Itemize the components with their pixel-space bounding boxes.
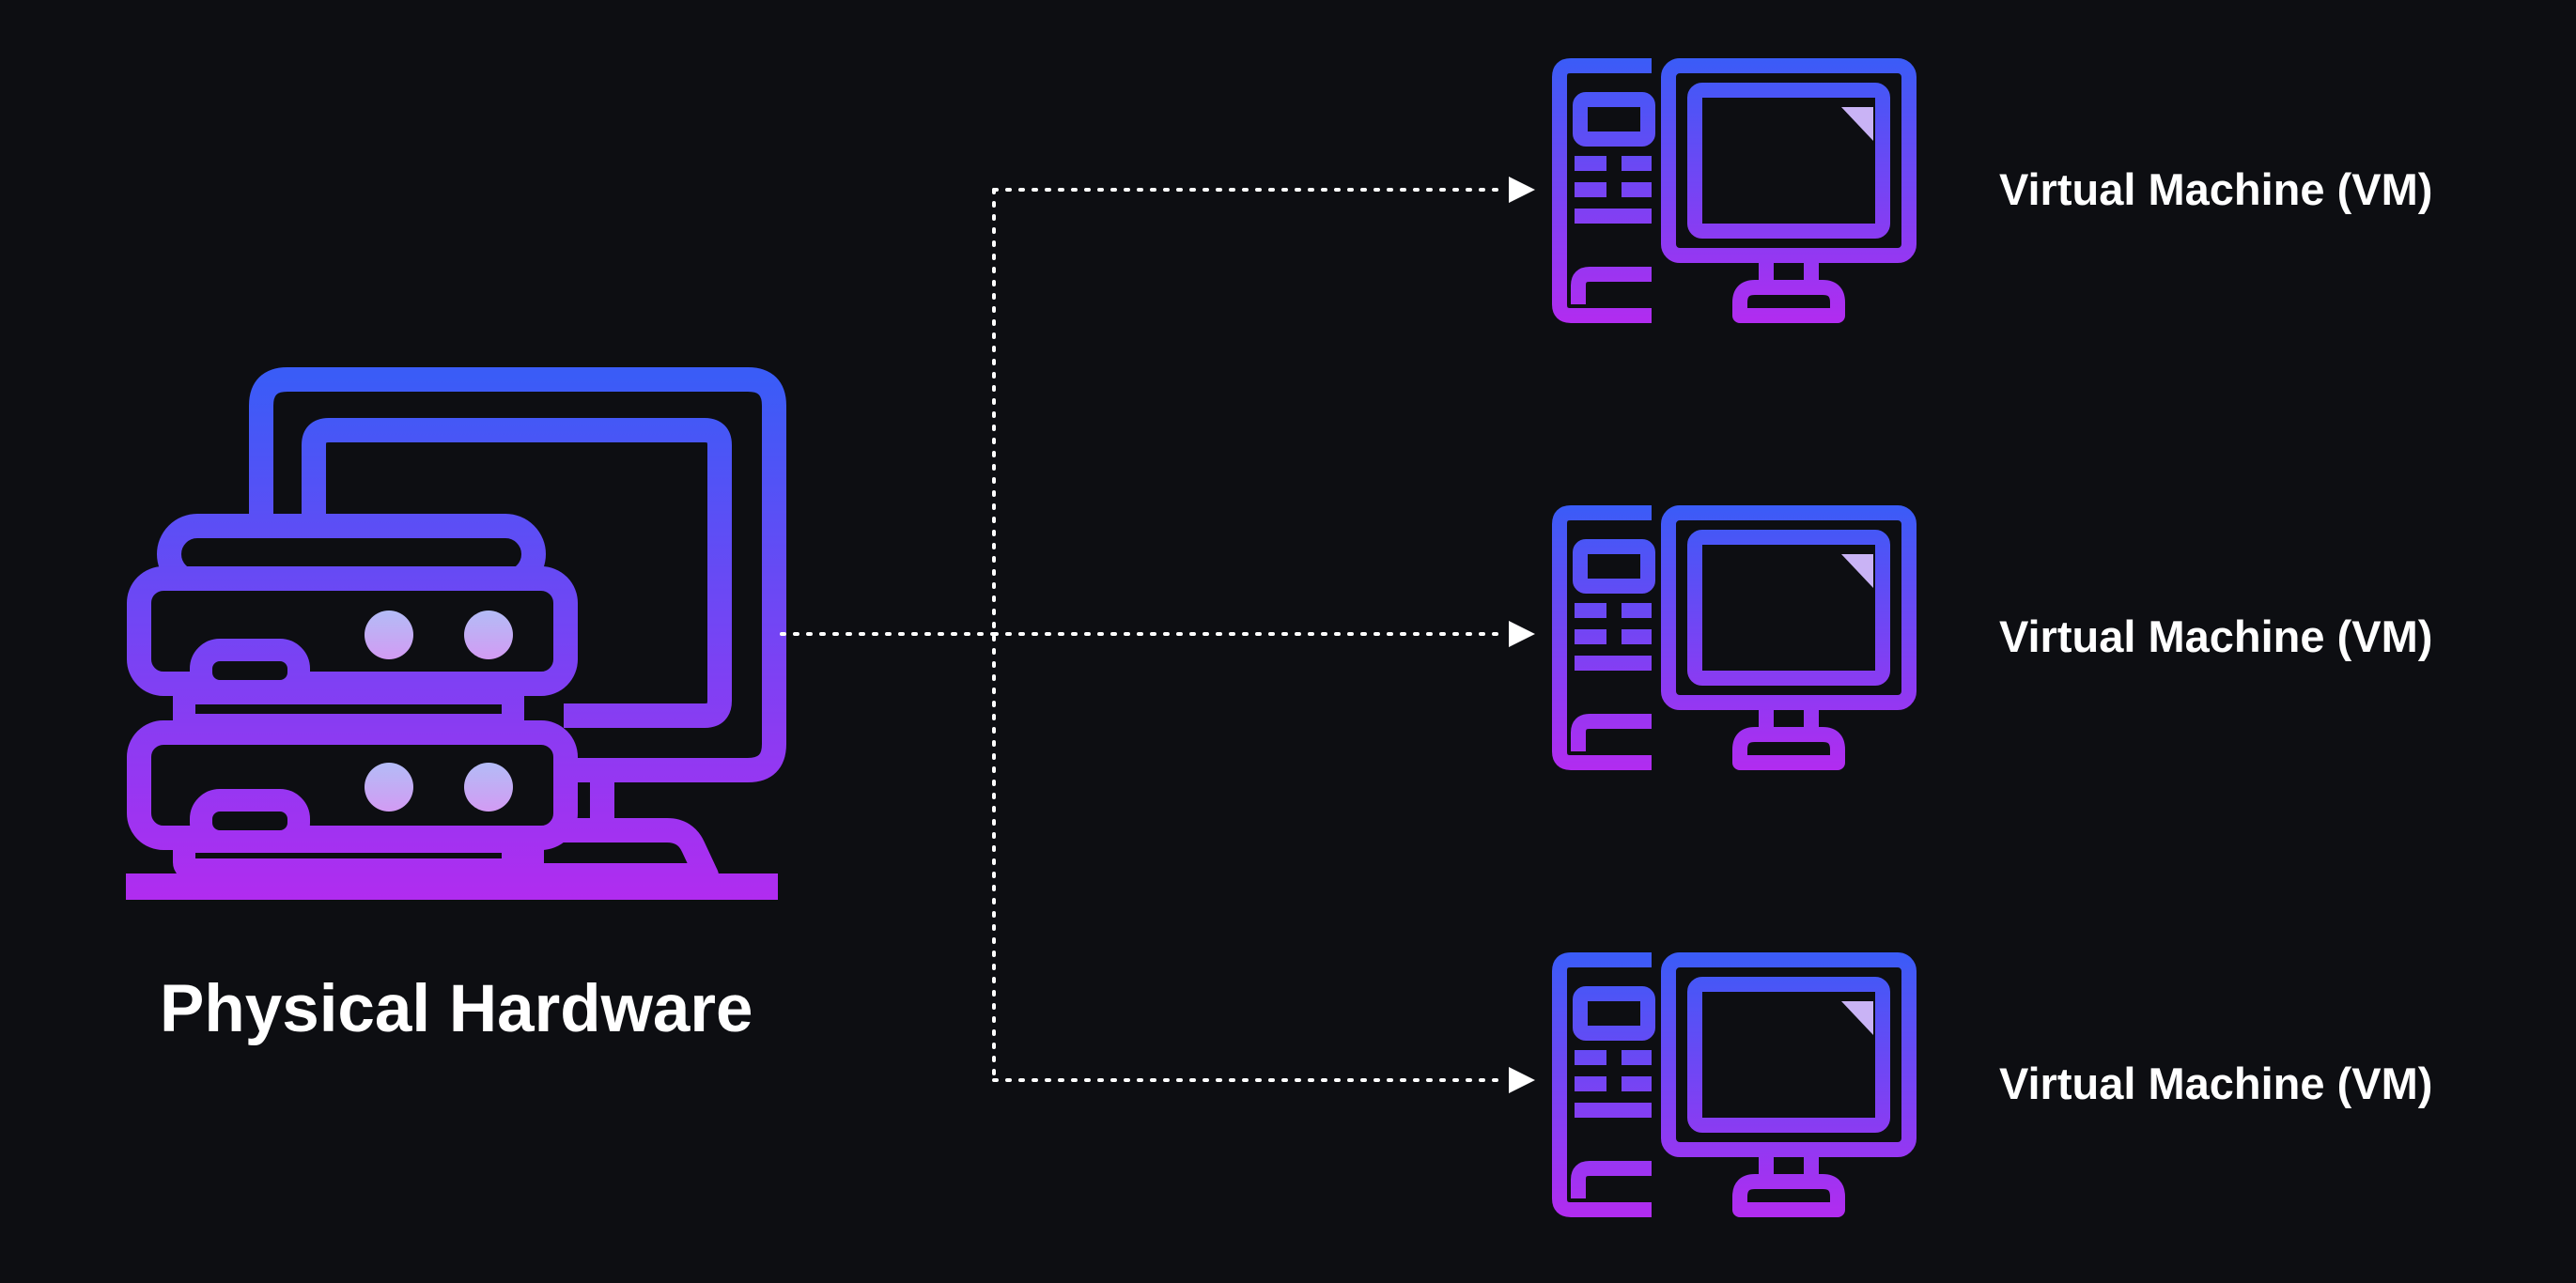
vm-3-label: Virtual Machine (VM)	[1999, 1059, 2433, 1108]
vm-3-desktop-computer-icon	[1560, 960, 1909, 1210]
arrow-head-vm-1	[1509, 177, 1535, 203]
vm-2-desktop-computer-icon	[1560, 513, 1909, 763]
vm-2-label: Virtual Machine (VM)	[1999, 611, 2433, 661]
physical-hardware-icon	[126, 367, 786, 900]
arrow-head-vm-3	[1509, 1067, 1535, 1093]
arrow-head-vm-2	[1509, 621, 1535, 647]
connector-lines	[780, 188, 1505, 1082]
vm-1-label: Virtual Machine (VM)	[1999, 164, 2433, 214]
vm-1-desktop-computer-icon	[1560, 0, 2576, 316]
arrow-heads	[1509, 177, 1535, 1093]
physical-hardware-label: Physical Hardware	[160, 972, 753, 1046]
